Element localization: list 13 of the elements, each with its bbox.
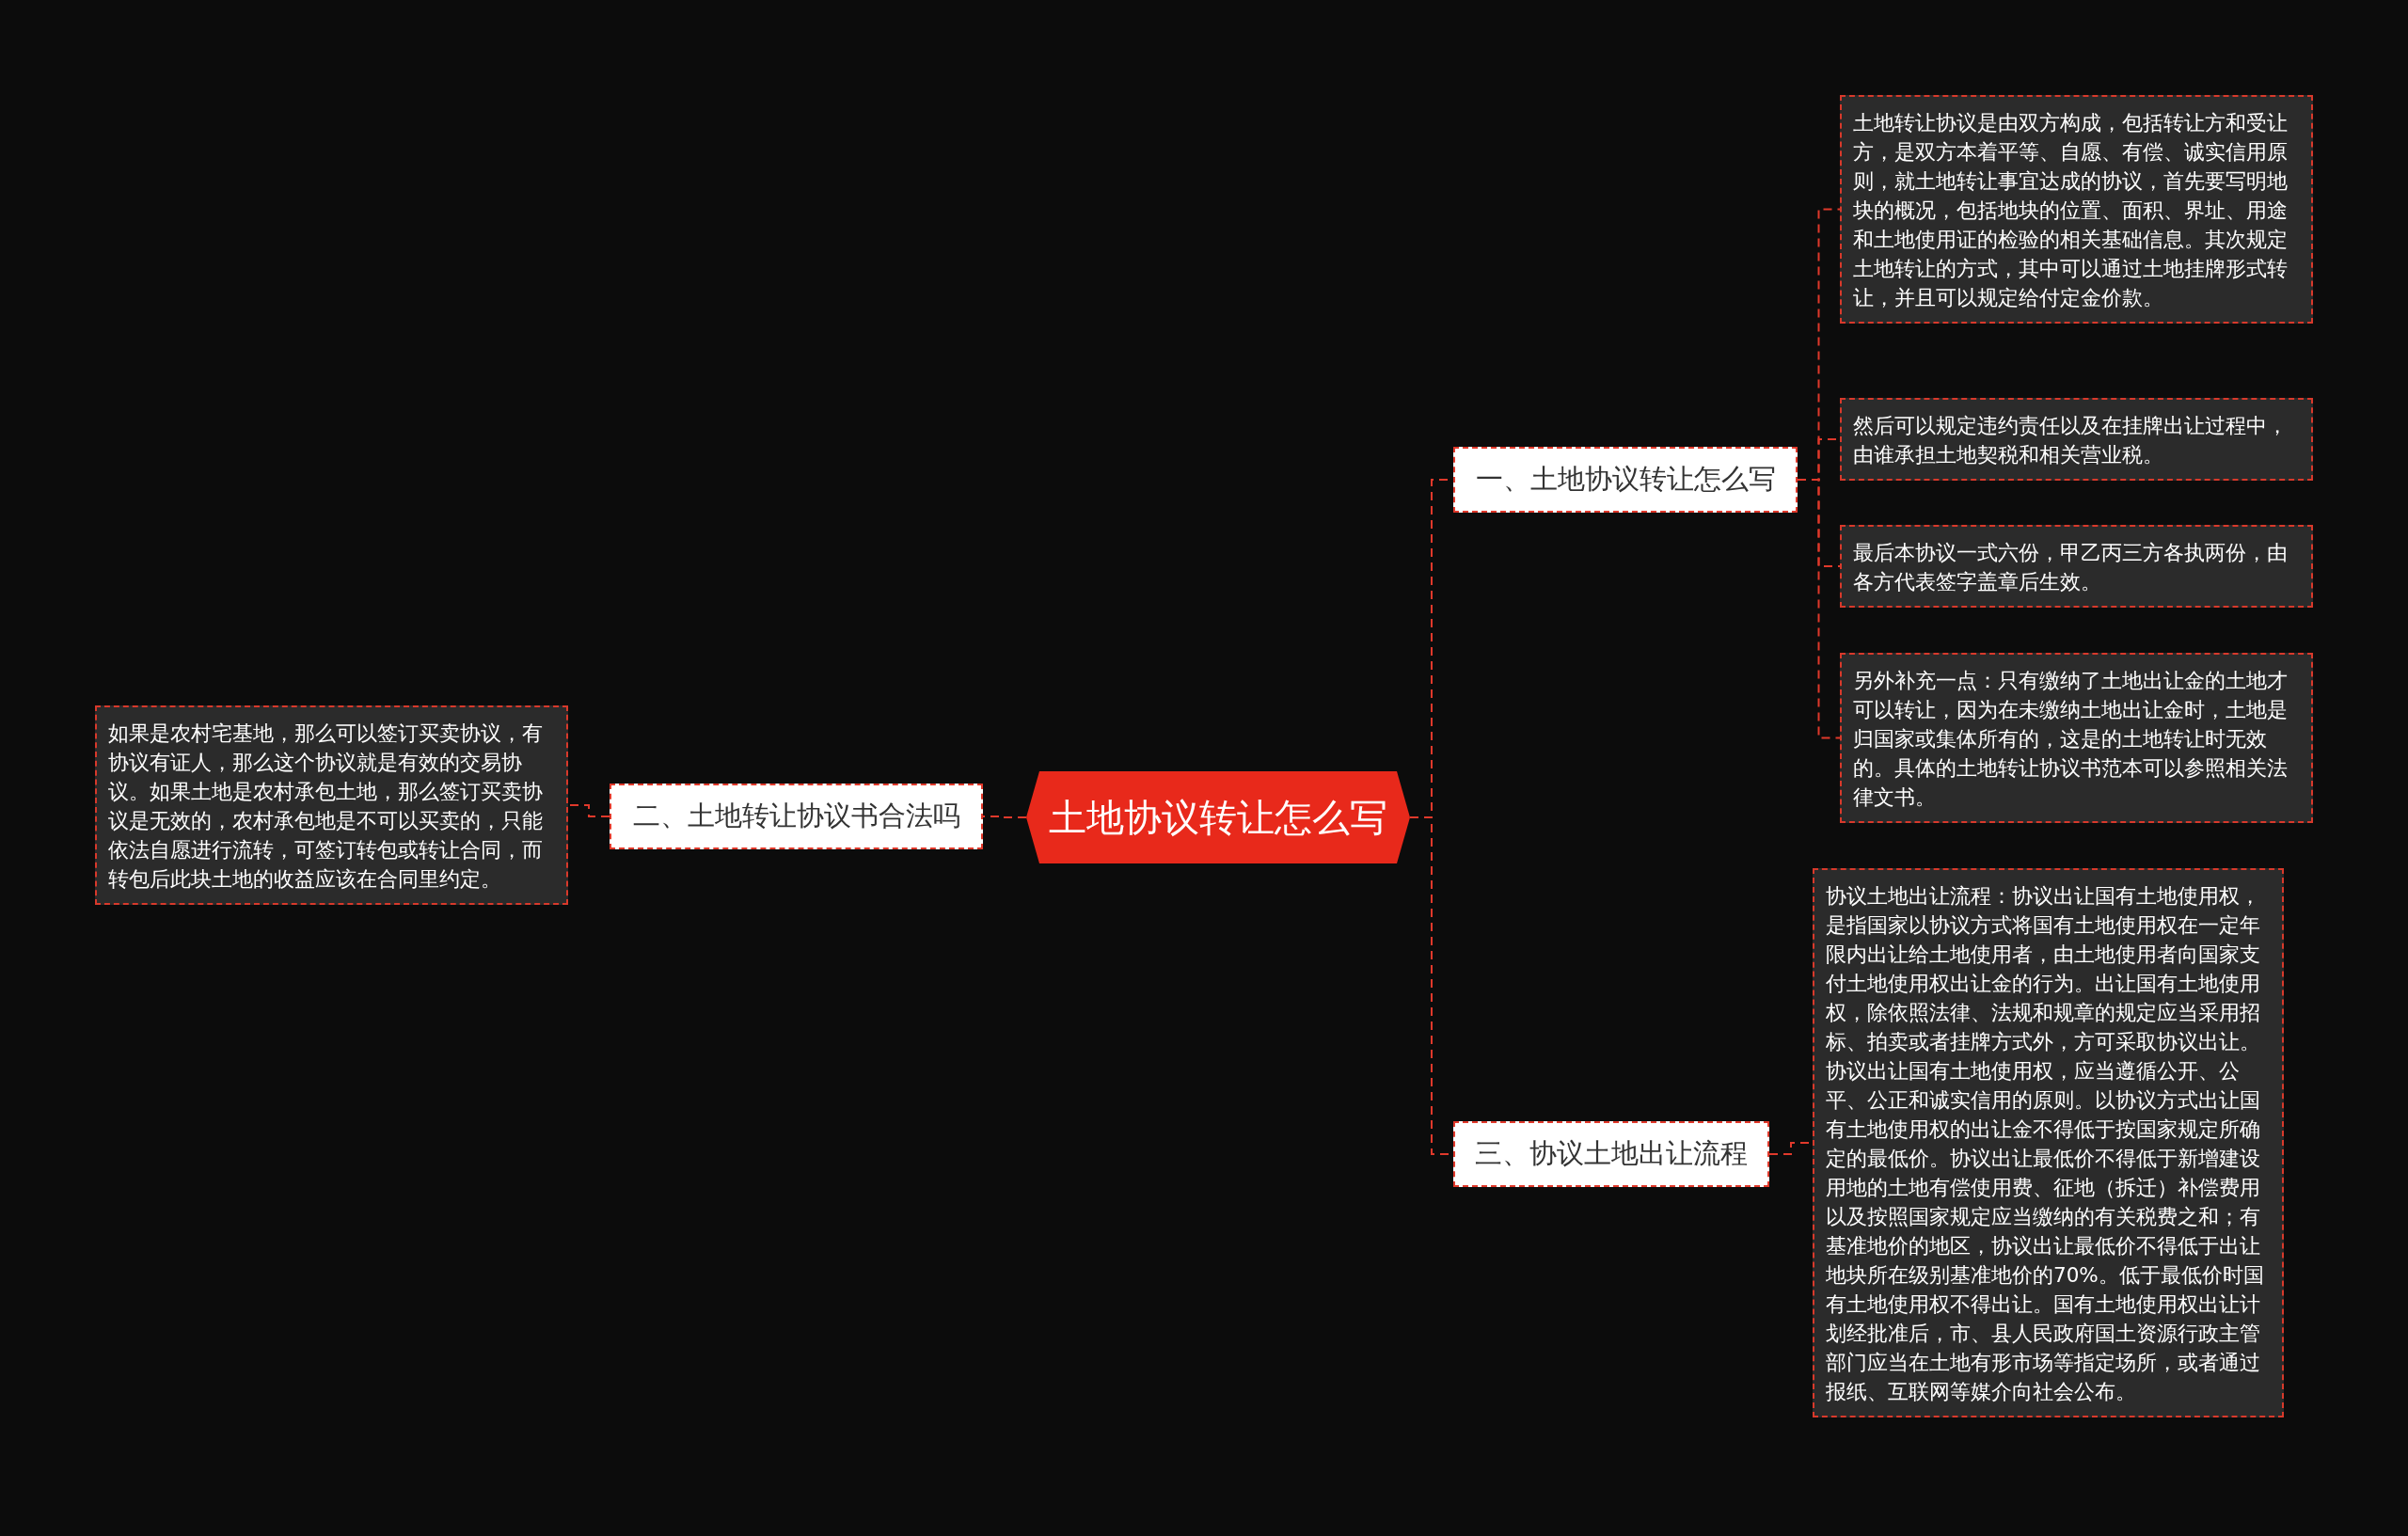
connector-line: [567, 804, 610, 817]
note-box: 协议土地出让流程：协议出让国有土地使用权，是指国家以协议方式将国有土地使用权在一定年限内出让给土地使用者，由土地使用者向国家支付土地使用权出让金的行为。出让国有土地使用权，除依照法律、法规和规章的规定应当采用招标、拍卖或者挂牌方式外，方可采取协议出让。协议出让国有土地使用权，应当遵循公开、公平、公正和诚实信用的原则。以协议方式出让国有土地使用权的出让金不得低于按国家规定所确定的最低价。协议出让最低价不得低于新增建设用地的土地有偿使用费、征地（拆迁）补偿费用以及按照国家规定应当缴纳的有关税费之和；有基准地价的地区，协议出让最低价不得低于出让地块所在级别基准地价的70%。低于最低价时国有土地使用权不得出让。国有土地使用权出让计划经批准后，市、县人民政府国土资源行政主管部门应当在土地有形市场等指定场所，或者通过报纸、互联网等媒介向社会公布。: [1813, 868, 2284, 1417]
central-topic: 土地协议转让怎么写: [1026, 771, 1410, 863]
topic-box: 一、土地协议转让怎么写: [1453, 447, 1798, 513]
connector-line: [1797, 479, 1841, 739]
connector-line: [982, 816, 1027, 818]
note-box: 如果是农村宅基地，那么可以签订买卖协议，有协议有证人，那么这个协议就是有效的交易协议。如果土地是农村承包土地，那么签订买卖协议是无效的，农村承包地是不可以买卖的，只能依法自愿进行流转，可签订转包或转让合同，而转包后此块土地的收益应该在合同里约定。: [95, 705, 568, 905]
topic-box: 二、土地转让协议书合法吗: [610, 784, 983, 849]
topic-box: 三、协议土地出让流程: [1453, 1121, 1769, 1187]
note-box: 土地转让协议是由双方构成，包括转让方和受让方，是双方本着平等、自愿、有偿、诚实信用原则，就土地转让事宜达成的协议，首先要写明地块的概况，包括地块的位置、面积、界址、用途和土地使用证的检验的相关基础信息。其次规定土地转让的方式，其中可以通过土地挂牌形式转让，并且可以规定给付定金价款。: [1840, 95, 2313, 324]
note-box: 最后本协议一式六份，甲乙丙三方各执两份，由各方代表签字盖章后生效。: [1840, 525, 2313, 608]
note-box: 然后可以规定违约责任以及在挂牌出让过程中，由谁承担土地契税和相关营业税。: [1840, 398, 2313, 481]
note-box: 另外补充一点：只有缴纳了土地出让金的土地才可以转让，因为在未缴纳土地出让金时，土地是归国家或集体所有的，这是的土地转让时无效的。具体的土地转让协议书范本可以参照相关法律文书。: [1840, 653, 2313, 823]
